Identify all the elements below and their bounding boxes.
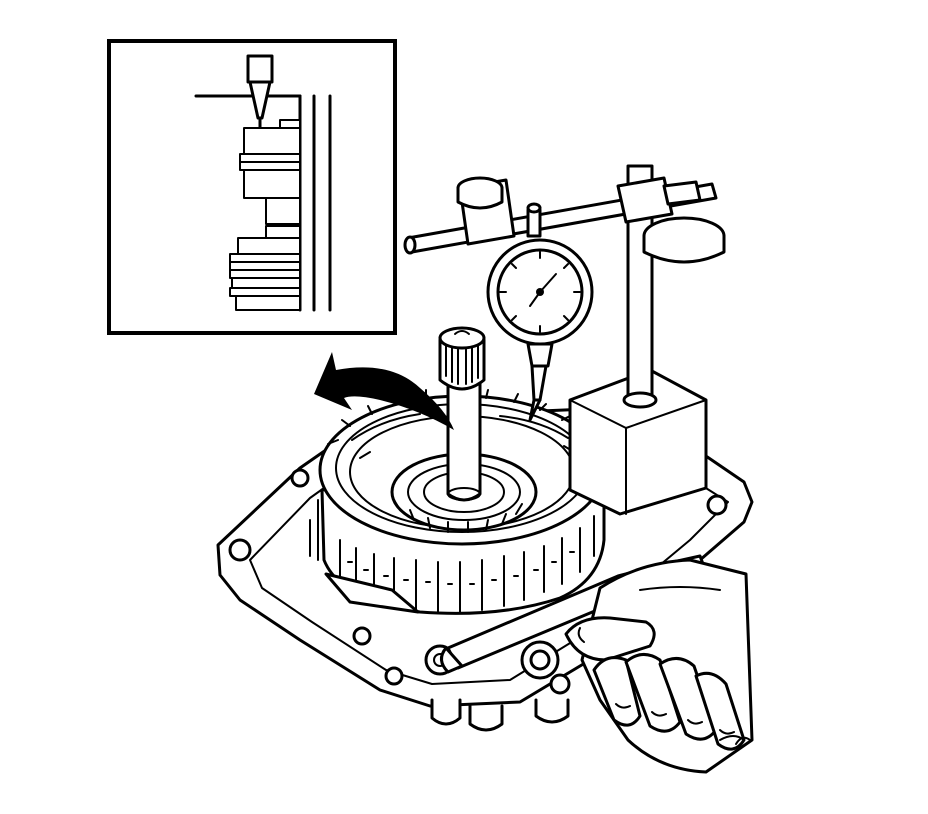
dial-indicator [486,202,594,422]
magnetic-base [403,164,726,516]
detail-inset [107,39,397,335]
direction-arrow [314,352,454,430]
clutch-housing [309,387,606,615]
hand [564,558,754,774]
shaft [438,326,486,502]
